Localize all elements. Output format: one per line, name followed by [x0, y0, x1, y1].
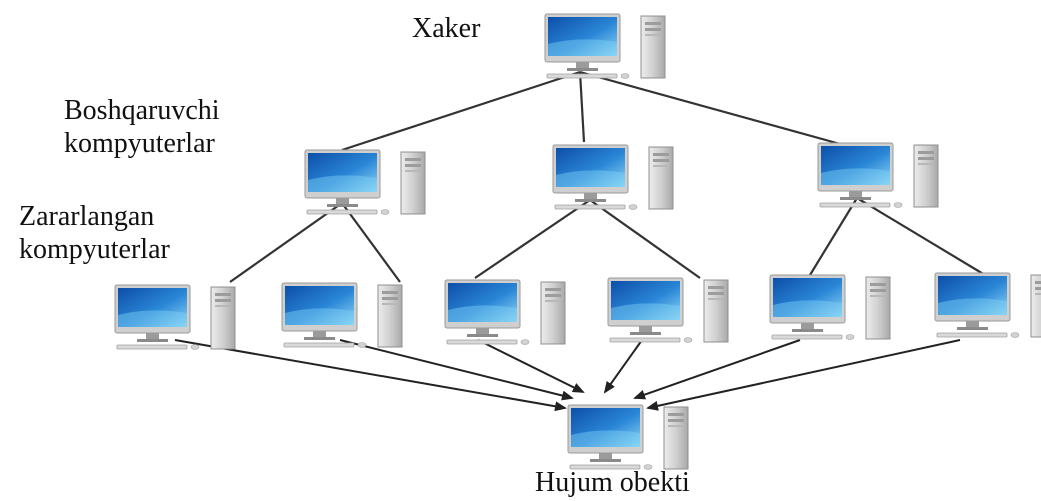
hacker-label-text: Xaker [412, 13, 481, 44]
arrow-infected-2-target [339, 339, 574, 401]
hacker-label: Xaker [412, 12, 480, 45]
control-label-line2: kompyuterlar [64, 128, 215, 159]
link-control2-infected-3 [474, 199, 591, 279]
infected-computer-2-icon [281, 282, 403, 348]
link-control3-infected-6 [856, 197, 986, 276]
arrow-infected-1-target [174, 339, 567, 412]
infected-computer-3-icon [444, 279, 566, 345]
arrow-infected-6-target [646, 339, 961, 411]
control-computers-label: Boshqaruvchi kompyuterlar [64, 94, 220, 160]
control-computer-1-icon [304, 149, 426, 215]
infected-computer-6-icon [934, 272, 1041, 338]
arrow-infected-3-target [477, 339, 585, 393]
link-hacker-control-1 [341, 70, 581, 152]
control-links [229, 197, 986, 283]
infected-computer-4-icon [607, 277, 729, 343]
link-control1-infected-1 [229, 202, 343, 283]
infected-computers-label: Zararlangan kompyuterlar [19, 200, 170, 266]
hacker-links [341, 70, 852, 152]
link-hacker-control-3 [579, 70, 852, 149]
target-computer-icon [567, 404, 689, 470]
infected-computer-1-icon [114, 284, 236, 350]
target-label: Hujum obekti [535, 466, 690, 499]
control-label-line1: Boshqaruvchi [64, 95, 220, 126]
infected-label-line1: Zararlangan [19, 201, 155, 232]
infected-label-line2: kompyuterlar [19, 234, 170, 265]
hacker-computer-icon [544, 13, 666, 79]
link-control3-infected-5 [809, 197, 858, 276]
infected-computer-5-icon [769, 274, 891, 340]
arrow-infected-5-target [633, 339, 801, 400]
target-label-text: Hujum obekti [535, 467, 690, 498]
control-computer-3-icon [817, 142, 939, 208]
link-control1-infected-2 [341, 202, 401, 283]
attack-arrows [174, 339, 961, 412]
control-computer-2-icon [552, 144, 674, 210]
link-hacker-control-2 [578, 71, 586, 143]
link-control2-infected-4 [589, 199, 701, 279]
arrow-infected-4-target [603, 339, 643, 394]
